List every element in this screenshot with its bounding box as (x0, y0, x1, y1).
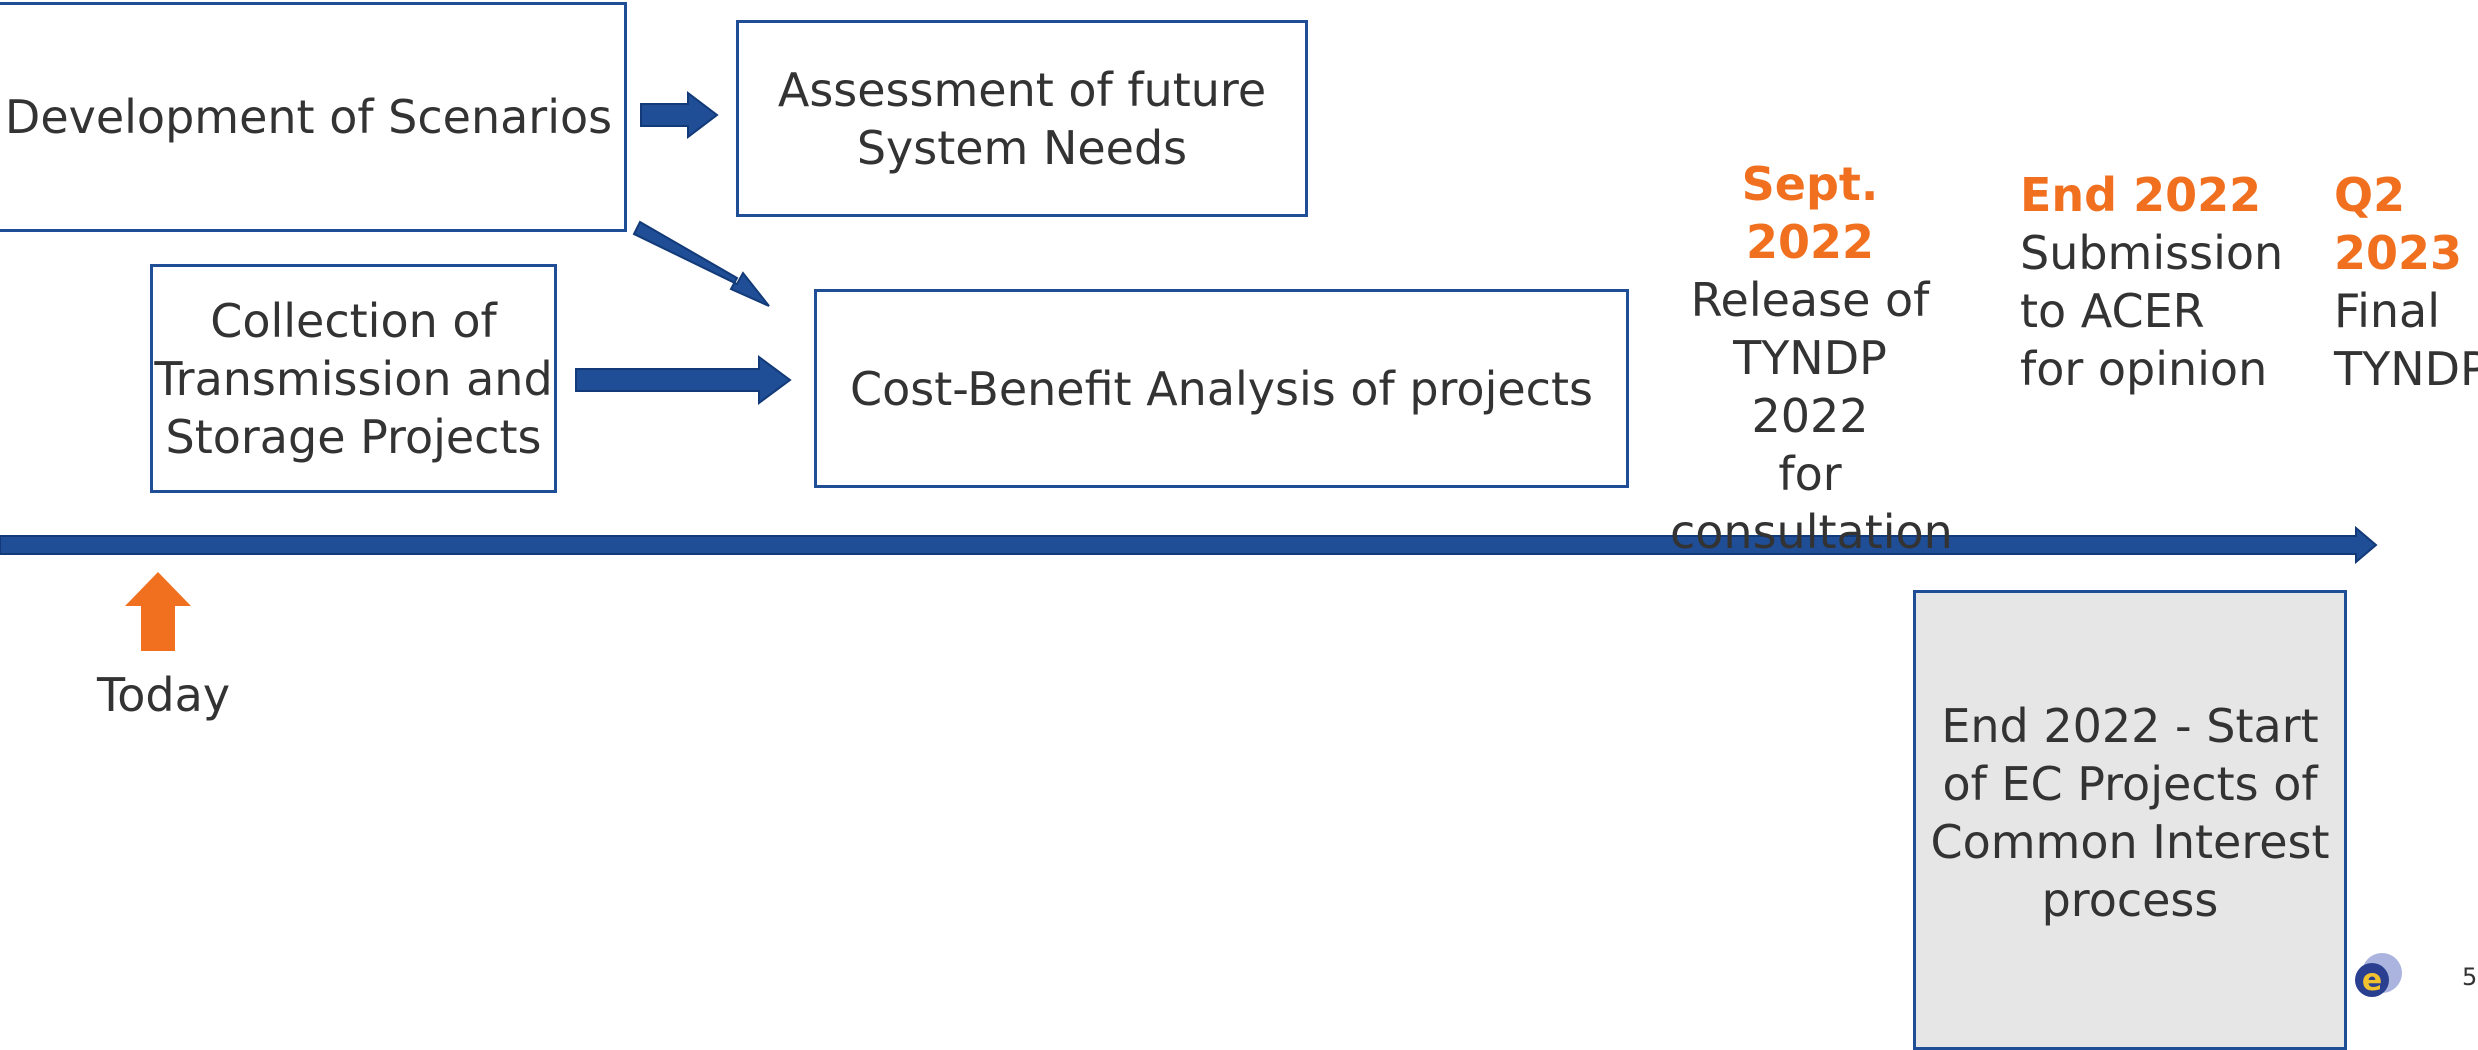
milestone-date: Q2 2023 (2334, 168, 2463, 280)
arrow-right-icon (575, 355, 792, 405)
milestone-text: Release of TYNDP 2022 for consultation (1670, 273, 1953, 559)
box-assessment-system-needs: Assessment of future System Needs (736, 20, 1308, 217)
box-label: Assessment of future System Needs (777, 62, 1267, 175)
milestone-q2-2023: Q2 2023 Final TYNDP (2334, 166, 2478, 398)
milestone-sept-2022: Sept. 2022 Release of TYNDP 2022 for con… (1670, 155, 1953, 561)
arrow-up-icon (125, 572, 191, 651)
box-collection-of-projects: Collection of Transmission and Storage P… (150, 264, 557, 493)
box-label: Development of Scenarios (4, 90, 613, 144)
entsoe-logo-icon: e (2355, 953, 2402, 998)
milestone-date: Sept. 2022 (1741, 157, 1879, 269)
box-label: Cost-Benefit Analysis of projects (850, 361, 1593, 416)
box-cost-benefit-analysis: Cost-Benefit Analysis of projects (814, 289, 1629, 488)
page-number: 5 (2462, 963, 2478, 991)
arrow-right-icon (640, 90, 719, 140)
box-pci-process: End 2022 - Start of EC Projects of Commo… (1913, 590, 2347, 1050)
today-label: Today (97, 668, 231, 722)
milestone-text: Final TYNDP (2334, 284, 2478, 396)
diagonal-arrow-icon (632, 220, 770, 307)
milestone-end-2022: End 2022 Submission to ACER for opinion (2020, 166, 2284, 398)
milestone-text: Submission to ACER for opinion (2020, 226, 2284, 396)
box-development-of-scenarios: Development of Scenarios (0, 2, 627, 232)
box-label: Collection of Transmission and Storage P… (154, 293, 553, 464)
box-label: End 2022 - Start of EC Projects of Commo… (1930, 699, 2330, 927)
logo-letter: e (2362, 963, 2382, 998)
milestone-date: End 2022 (2020, 168, 2262, 222)
timeline-arrow-icon (0, 525, 2378, 565)
